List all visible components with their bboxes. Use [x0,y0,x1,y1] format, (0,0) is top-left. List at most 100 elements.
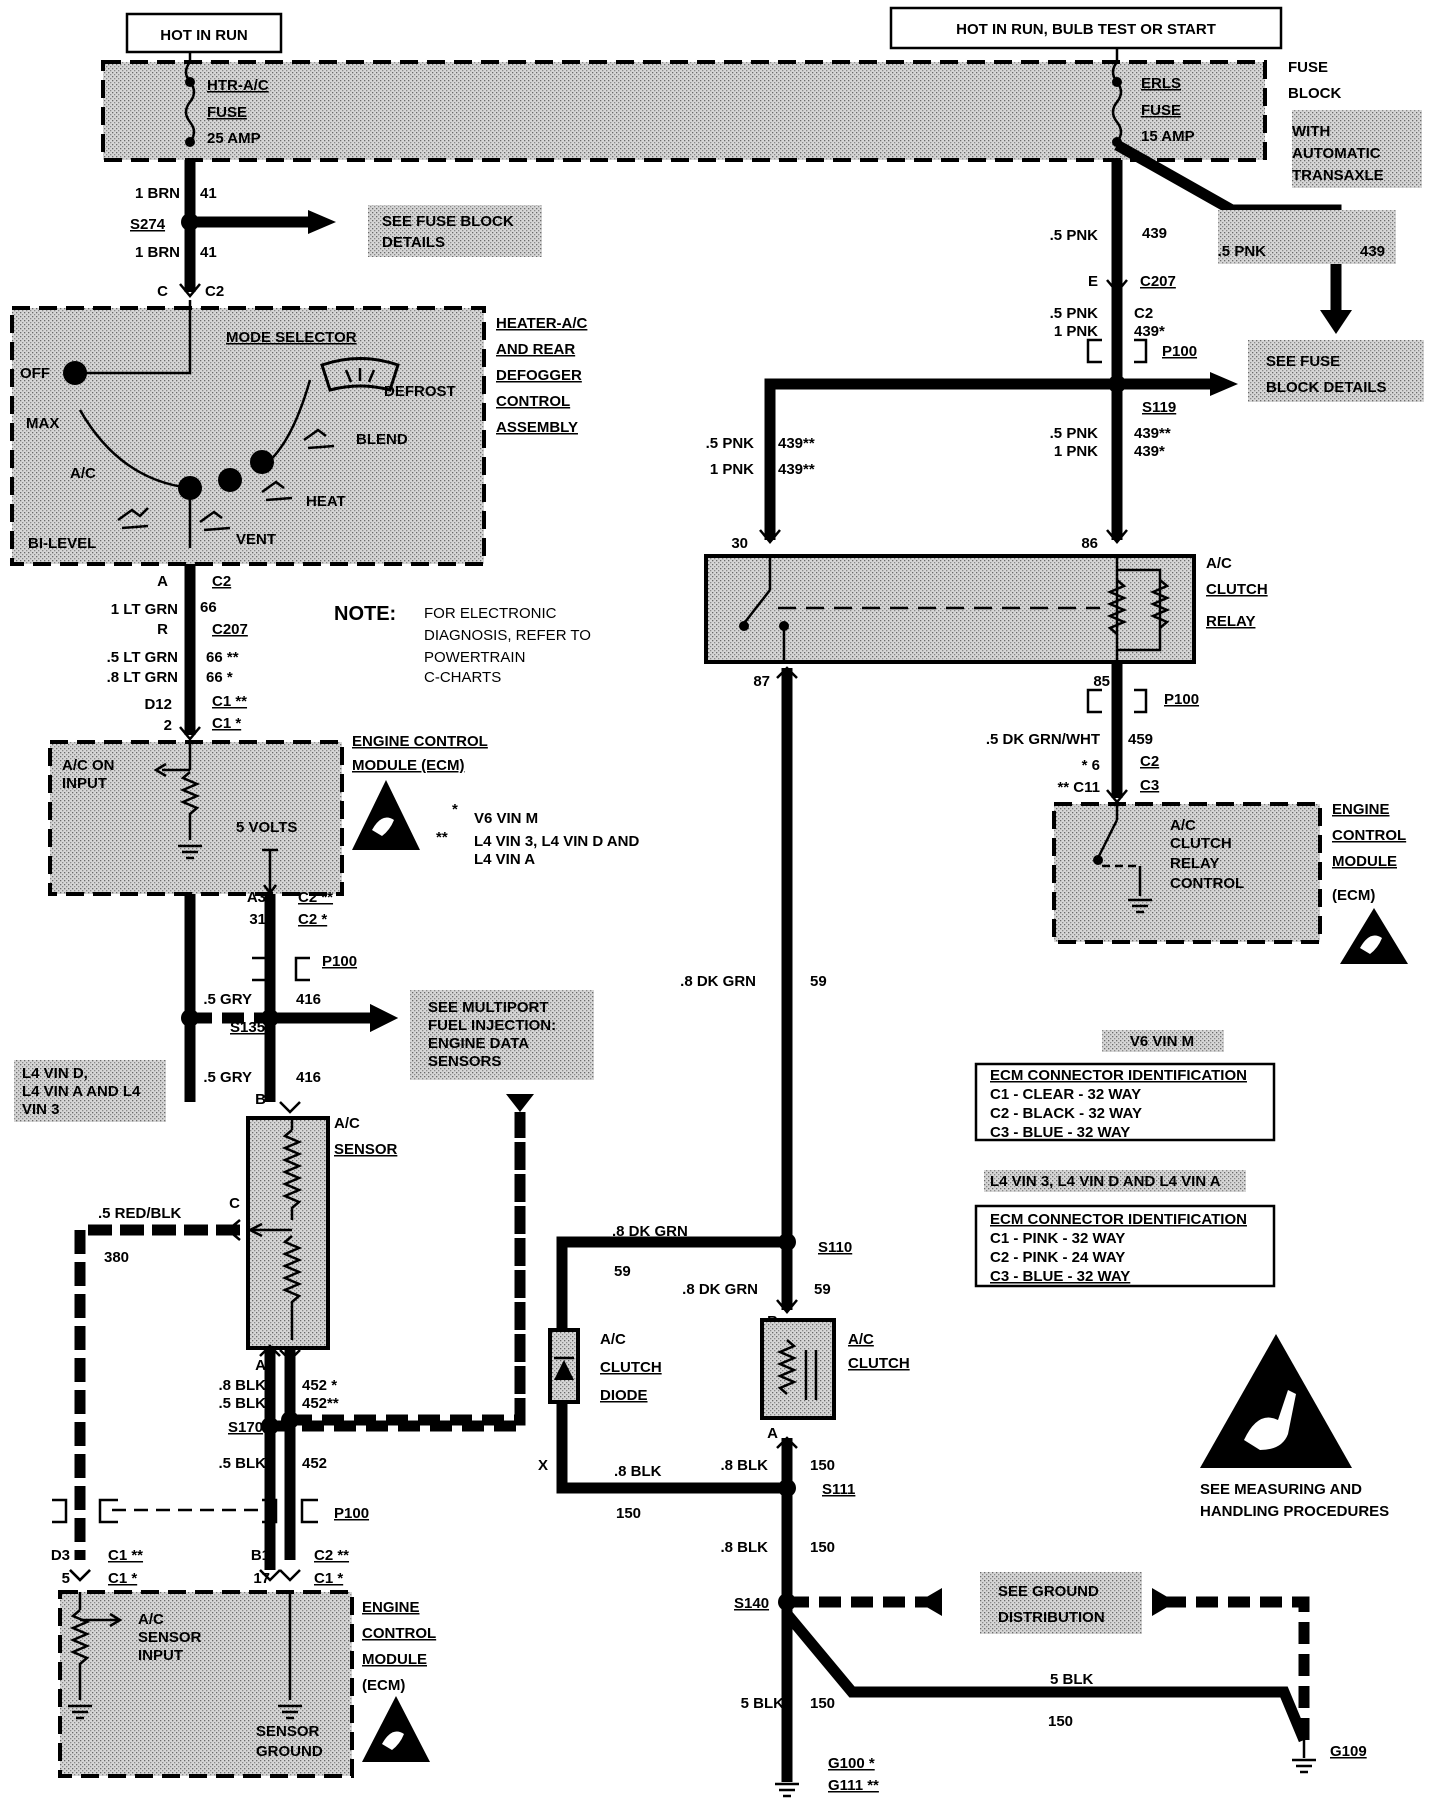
svg-text:D12: D12 [144,696,172,713]
svg-text:.5 PNK: .5 PNK [1050,305,1099,322]
svg-text:1 PNK: 1 PNK [1054,443,1098,460]
svg-text:C1 *: C1 * [212,715,241,732]
svg-text:SEE MULTIPORT: SEE MULTIPORT [428,999,549,1016]
svg-text:5 VOLTS: 5 VOLTS [236,819,297,836]
svg-text:C3: C3 [1140,777,1159,794]
svg-text:C: C [229,1195,240,1212]
svg-text:X: X [538,1457,548,1474]
svg-text:A/C: A/C [138,1611,164,1628]
hot-in-run-label: HOT IN RUN [125,12,283,54]
svg-text:MODULE: MODULE [362,1651,427,1668]
svg-text:ENGINE: ENGINE [362,1599,420,1616]
svg-text:ENGINE DATA: ENGINE DATA [428,1035,529,1052]
svg-text:CLUTCH: CLUTCH [1206,581,1268,598]
svg-text:ECM CONNECTOR IDENTIFICATION: ECM CONNECTOR IDENTIFICATION [990,1067,1247,1084]
electronic-diagnosis-note: NOTE: FOR ELECTRONIC DIAGNOSIS, REFER TO… [334,603,591,686]
svg-text:HTR-A/C: HTR-A/C [207,77,269,94]
ecm-relay-internals: A/C CLUTCH RELAY CONTROL [1093,804,1244,914]
svg-text:AND REAR: AND REAR [496,341,575,358]
svg-text:A/C ON: A/C ON [62,757,115,774]
svg-text:2: 2 [164,717,172,734]
svg-text:452 *: 452 * [302,1377,337,1394]
svg-text:1 BRN: 1 BRN [135,244,180,261]
auto-label-1: WITH [1292,123,1330,140]
svg-text:1 LT GRN: 1 LT GRN [111,601,178,618]
svg-text:SENSORS: SENSORS [428,1053,501,1070]
svg-text:S110: S110 [818,1239,852,1256]
svg-text:A/C: A/C [600,1331,626,1348]
svg-text:MODULE: MODULE [1332,853,1397,870]
svg-text:C2 **: C2 ** [314,1547,349,1564]
svg-text:.5 BLK: .5 BLK [218,1455,266,1472]
svg-text:SEE FUSE: SEE FUSE [1266,353,1340,370]
svg-text:MODULE (ECM): MODULE (ECM) [352,757,465,774]
right-labels: .5 PNK 439 .5 PNK 439 E C207 .5 PNK C2 1… [706,225,1385,690]
ecm3-title: ENGINE CONTROL MODULE (ECM) [362,1599,436,1694]
svg-text:OFF: OFF [20,365,50,382]
svg-text:150: 150 [616,1505,641,1522]
svg-text:R: R [157,621,168,638]
svg-text:A: A [767,1425,778,1442]
svg-text:(ECM): (ECM) [362,1677,405,1694]
svg-text:59: 59 [614,1263,631,1280]
svg-text:C: C [157,283,168,300]
svg-text:85: 85 [1093,673,1110,690]
svg-text:87: 87 [753,673,770,690]
svg-text:POWERTRAIN: POWERTRAIN [424,649,525,666]
svg-text:41: 41 [200,244,217,261]
svg-text:**: ** [436,829,448,846]
svg-text:GROUND: GROUND [256,1743,323,1760]
svg-text:*: * [452,801,458,818]
svg-text:C207: C207 [1140,273,1176,290]
svg-text:.5 LT GRN: .5 LT GRN [107,649,178,666]
svg-text:C1 **: C1 ** [108,1547,143,1564]
svg-text:(ECM): (ECM) [1332,887,1375,904]
right-labels-3: .8 DK GRN 59 .8 DK GRN 59 S110 .8 DK GRN… [612,973,852,1298]
see-fuse-block-details-right: SEE FUSE BLOCK DETAILS [1218,210,1424,402]
right-labels-2: P100 .5 DK GRN/WHT 459 * 6 C2 ** C11 C3 [986,691,1199,796]
svg-text:66 **: 66 ** [206,649,239,666]
svg-text:FUSE: FUSE [207,104,247,121]
svg-text:.8 BLK: .8 BLK [720,1539,768,1556]
ecm-sensor-internals: A/C SENSOR INPUT SENSOR GROUND [68,1592,323,1760]
esd-warning-icon [352,780,420,850]
ac-clutch-diode: A/C CLUTCH DIODE [548,1328,662,1404]
svg-text:DEFROST: DEFROST [384,383,456,400]
svg-text:SENSOR: SENSOR [138,1629,202,1646]
svg-text:L4 VIN 3, L4 VIN D AND: L4 VIN 3, L4 VIN D AND [474,833,639,850]
svg-text:INPUT: INPUT [62,775,107,792]
svg-text:S119: S119 [1142,399,1176,416]
auto-label-3: TRANSAXLE [1292,167,1384,184]
svg-text:ECM CONNECTOR IDENTIFICATION: ECM CONNECTOR IDENTIFICATION [990,1211,1247,1228]
svg-text:L4 VIN 3, L4 VIN D AND L4 VIN: L4 VIN 3, L4 VIN D AND L4 VIN A [990,1173,1221,1190]
svg-text:S140: S140 [734,1595,769,1612]
see-ground-distribution-note: SEE GROUND DISTRIBUTION [980,1572,1142,1634]
svg-text:1 PNK: 1 PNK [1054,323,1098,340]
svg-text:HEATER-A/C: HEATER-A/C [496,315,588,332]
svg-text:439**: 439** [778,461,815,478]
svg-text:P100: P100 [334,1505,369,1522]
svg-text:30: 30 [731,535,748,552]
v6-ecm-connector-table: V6 VIN M ECM CONNECTOR IDENTIFICATION C1… [974,1030,1276,1142]
svg-text:L4 VIN D,: L4 VIN D, [22,1065,88,1082]
svg-text:B: B [255,1091,266,1108]
ac-clutch-relay-internals [739,556,1171,662]
svg-text:A/C: A/C [334,1115,360,1132]
svg-text:B1: B1 [251,1547,270,1564]
svg-text:S170: S170 [228,1419,263,1436]
svg-text:FUSE: FUSE [1141,102,1181,119]
svg-text:86: 86 [1081,535,1098,552]
svg-text:A3: A3 [247,889,266,906]
svg-text:.5 GRY: .5 GRY [203,1069,252,1086]
svg-text:ERLS: ERLS [1141,75,1181,92]
svg-text:G111 **: G111 ** [828,1777,879,1794]
svg-text:C2 - PINK - 24 WAY: C2 - PINK - 24 WAY [990,1249,1125,1266]
svg-text:S135: S135 [230,1019,265,1036]
svg-text:* 6: * 6 [1082,757,1100,774]
left-labels: 1 BRN 41 S274 1 BRN 41 C C2 [130,185,224,300]
ecm-ac-on-internals: ENGINE CONTROL MODULE (ECM) A/C ON INPUT… [62,733,488,896]
hvac-control-assembly [10,306,486,566]
esd-warning-icon-3 [362,1696,430,1762]
right-wires [556,140,1352,1798]
svg-text:66 *: 66 * [206,669,233,686]
